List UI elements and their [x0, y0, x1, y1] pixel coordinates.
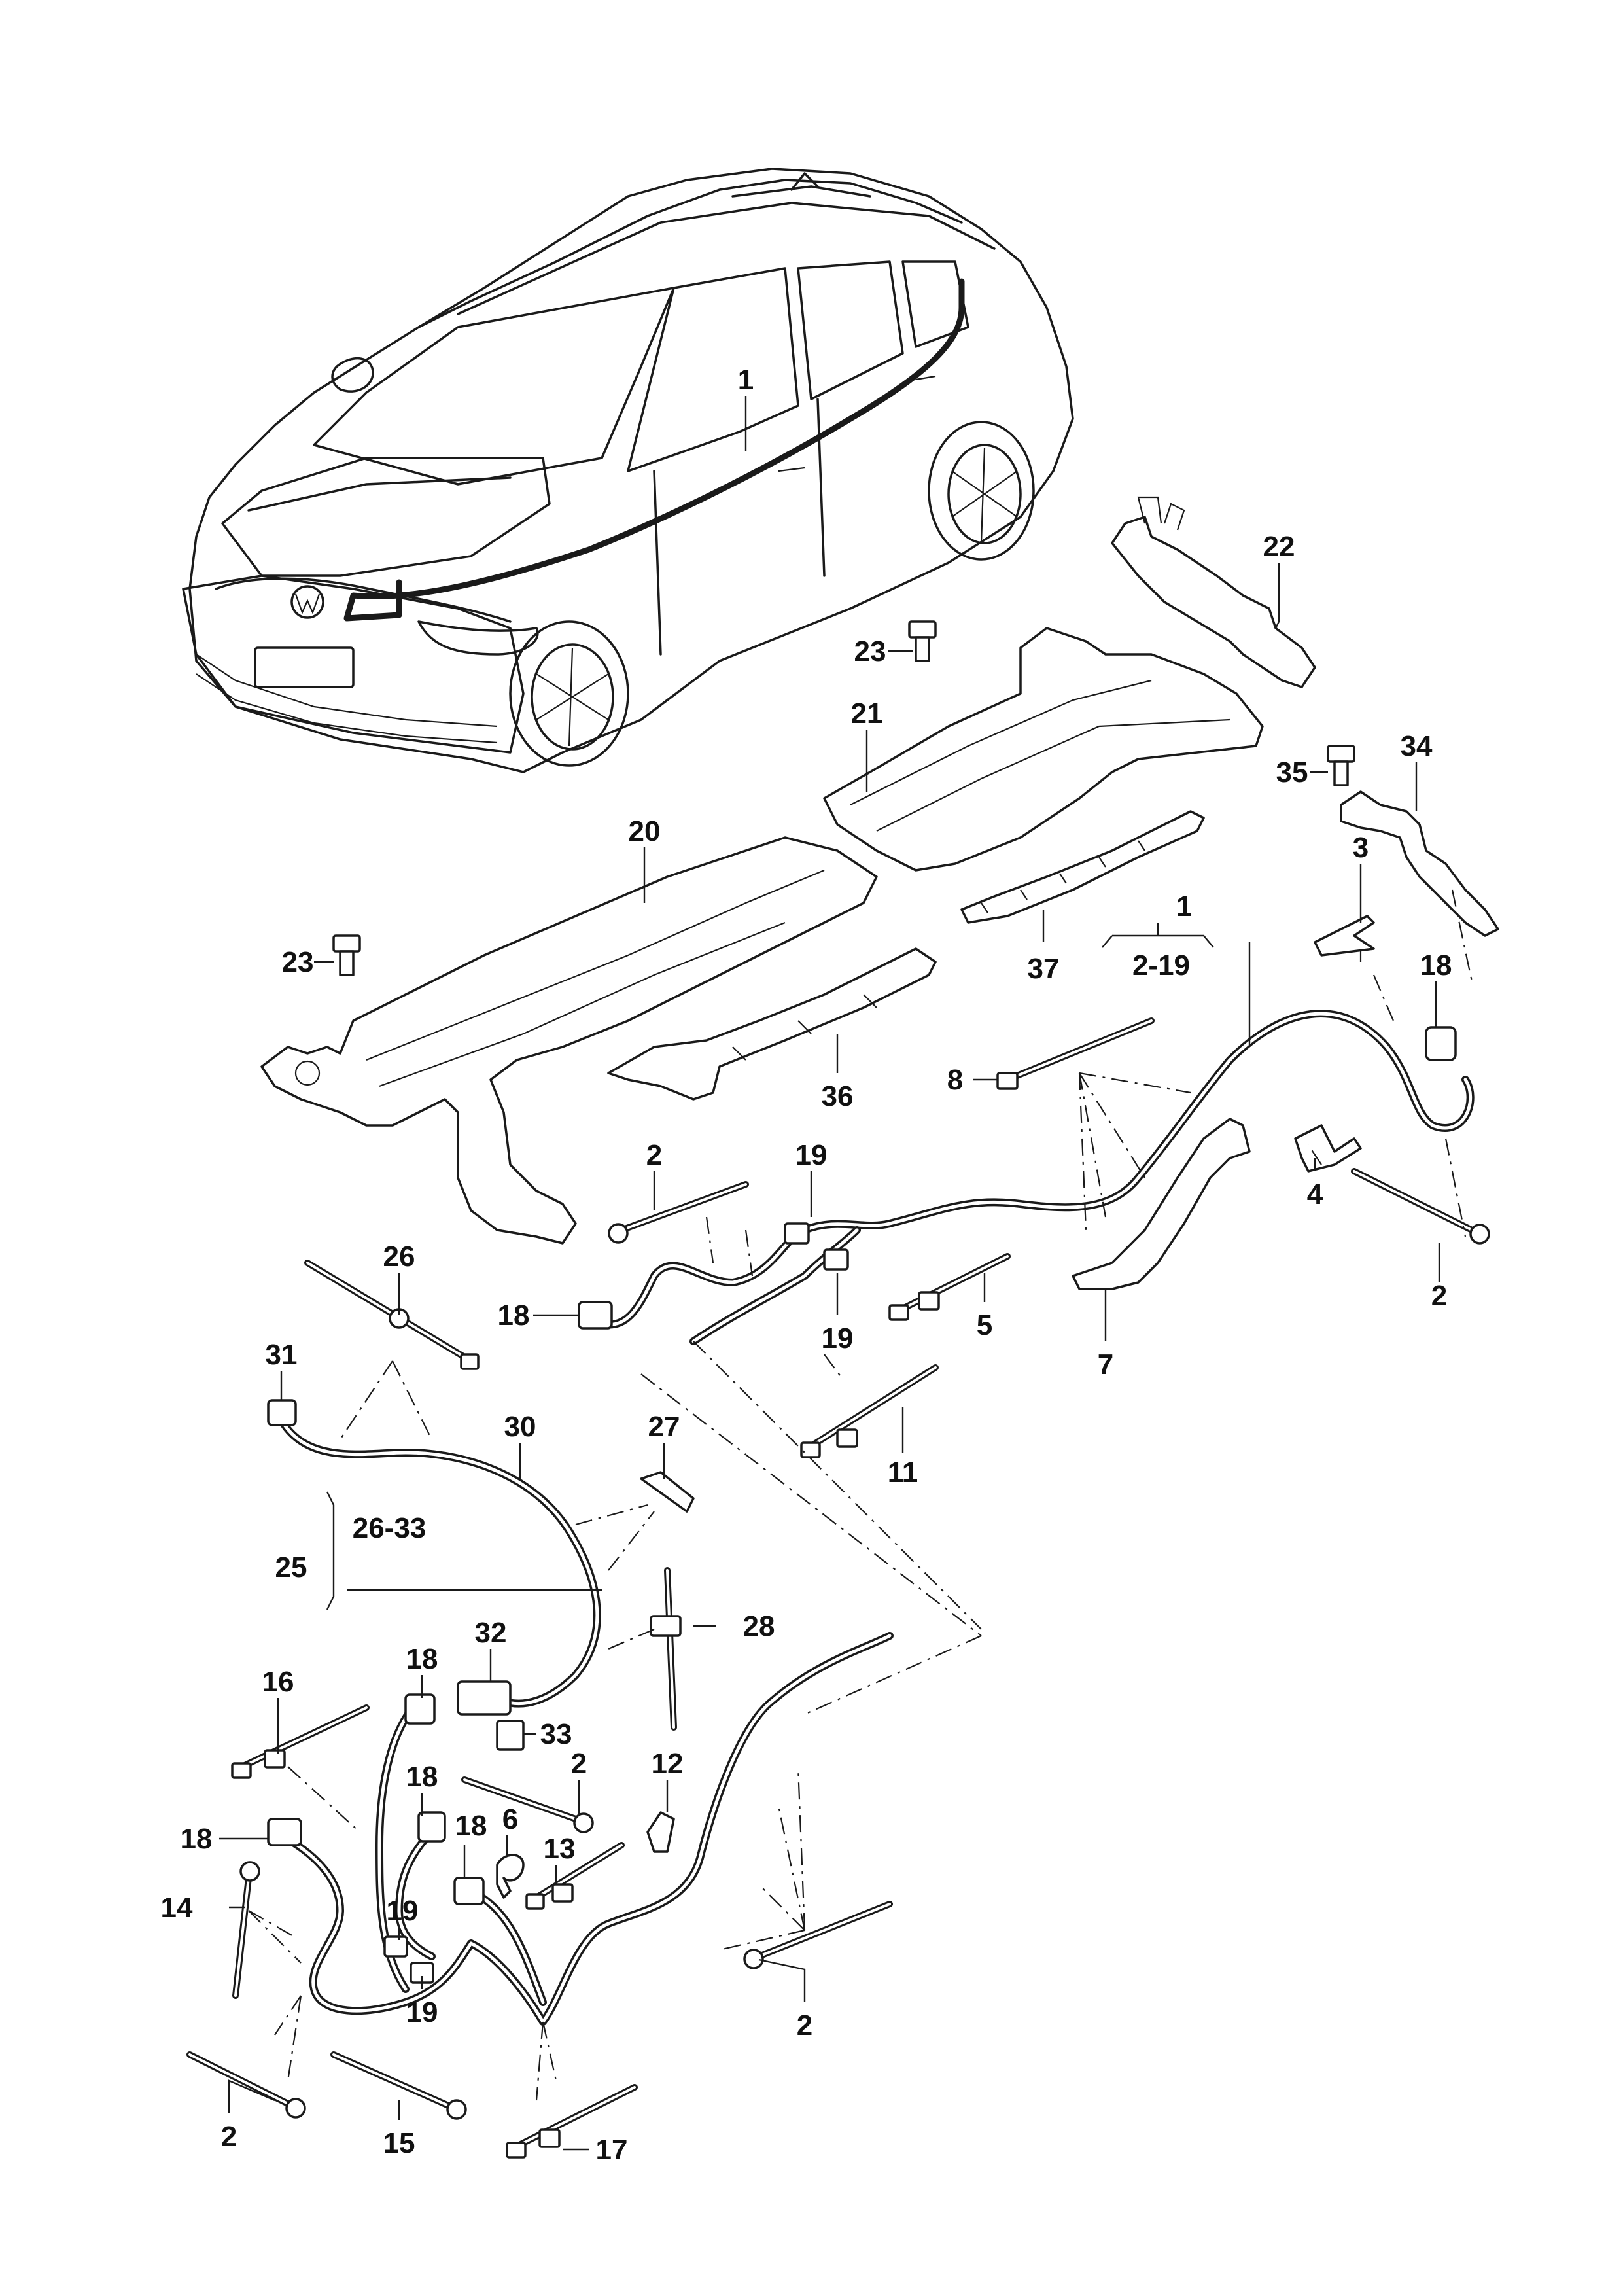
callout-label: 7: [1098, 1349, 1113, 1381]
callout-label: 2: [1431, 1280, 1447, 1312]
trim-strip-36: [607, 947, 937, 1101]
callout-label: 15: [383, 2127, 415, 2159]
underbody-panel-20: [260, 836, 878, 1245]
callout-label: 3: [1353, 832, 1369, 864]
bolt-23-upper: [908, 620, 937, 662]
clip-6: [496, 1854, 525, 1899]
connector-19-b: [823, 1248, 849, 1271]
callout-label: 31: [266, 1339, 298, 1371]
cable-tie-13: [525, 1842, 625, 1910]
callout-label: 34: [1401, 730, 1433, 762]
bolt-23-lower: [332, 934, 361, 976]
cap-33: [496, 1720, 525, 1751]
callout-label: 1: [1176, 891, 1192, 923]
callout-label: 26-33: [353, 1512, 427, 1544]
callout-label: 23: [854, 635, 886, 667]
callout-label: 18: [406, 1761, 438, 1793]
clip-27: [640, 1471, 695, 1513]
wiring-harness-1: [591, 1010, 1475, 1345]
callout-label: 36: [822, 1080, 854, 1112]
wiring-harness-lower: [271, 1632, 894, 2026]
callout-label: 19: [387, 1895, 419, 1927]
callout-label: 5: [977, 1309, 992, 1341]
callout-label: 2-19: [1132, 949, 1190, 981]
cable-tie-2-upper-right: [1351, 1168, 1490, 1245]
cable-tie-5: [888, 1253, 1011, 1321]
callout-label: 21: [851, 698, 883, 730]
underbody-panel-21: [823, 627, 1264, 872]
callout-label: 35: [1276, 756, 1308, 788]
cable-tie-17: [506, 2084, 638, 2159]
callout-label: 25: [275, 1551, 307, 1583]
callout-label: 14: [161, 1892, 193, 1924]
callout-label: 18: [406, 1643, 438, 1675]
callout-label: 2: [221, 2121, 237, 2153]
callout-label: 19: [795, 1139, 828, 1171]
leader-lines: [219, 396, 1440, 2151]
cable-tie-2-upper-left: [608, 1181, 749, 1244]
clip-3: [1314, 915, 1375, 957]
clip-4: [1294, 1124, 1362, 1173]
callout-label: 33: [540, 1718, 572, 1750]
callout-label: 20: [629, 815, 661, 847]
bracket-22: [1111, 516, 1316, 688]
clip-12: [646, 1811, 675, 1853]
cable-tie-2-lower-left: [186, 2051, 306, 2119]
cable-tie-16: [231, 1704, 370, 1779]
wiring-harness-25: [277, 1416, 601, 1708]
callout-label: 8: [947, 1064, 963, 1096]
vehicle-illustration: [182, 168, 1074, 773]
callout-label: 30: [504, 1411, 536, 1443]
bolt-35: [1327, 745, 1355, 786]
cable-tie-2-lower-right: [743, 1901, 893, 1969]
connector-18-lower-2: [417, 1811, 446, 1843]
callout-label: 27: [648, 1411, 680, 1443]
callout-label: 23: [282, 946, 314, 978]
callout-label: 18: [1420, 949, 1452, 981]
cable-tie-2-mid: [461, 1776, 594, 1833]
callout-label: 2: [797, 2009, 812, 2041]
connector-32: [457, 1680, 512, 1716]
connector-18-lower-4: [453, 1877, 485, 1905]
callout-label: 6: [502, 1803, 518, 1835]
callout-label: 12: [652, 1748, 684, 1780]
callout-label: 16: [262, 1666, 294, 1698]
reference-lines: [248, 889, 1473, 2101]
connector-18-lower-3: [267, 1818, 302, 1846]
cable-tie-11: [800, 1364, 939, 1458]
callout-label: 2: [571, 1748, 587, 1780]
callout-labels: 1 22 23 21 34 35 20 3 1 2-19 23 37 18 36…: [161, 364, 1452, 2166]
connector-18-lower-1: [404, 1693, 436, 1725]
callout-label: 17: [596, 2134, 628, 2166]
cable-tie-15: [330, 2051, 467, 2120]
callout-label: 4: [1307, 1178, 1323, 1210]
bracket-7: [1072, 1118, 1251, 1290]
callout-label: 19: [406, 1996, 438, 2028]
callout-label: 2: [646, 1139, 662, 1171]
callout-label: 18: [455, 1810, 487, 1842]
connector-19-a: [784, 1222, 810, 1245]
callout-label: 1: [738, 364, 754, 396]
callout-label: 37: [1028, 953, 1060, 985]
callout-label: 28: [743, 1610, 775, 1642]
callout-label: 18: [498, 1299, 530, 1332]
bracket-34: [1340, 790, 1499, 937]
connector-19-lower-1: [383, 1935, 408, 1958]
callout-label: 11: [888, 1457, 918, 1489]
cable-tie-8: [996, 1017, 1155, 1090]
cable-tie-14: [232, 1861, 260, 1999]
connector-18-b: [1425, 1026, 1457, 1061]
clip-28: [650, 1567, 682, 1731]
callout-label: 13: [544, 1833, 576, 1865]
trim-strip-37: [960, 810, 1205, 924]
cable-tie-26: [304, 1260, 480, 1370]
callout-label: 26: [383, 1241, 415, 1273]
callout-label: 32: [475, 1617, 507, 1649]
callout-label: 18: [181, 1823, 213, 1855]
callout-label: 22: [1263, 531, 1295, 563]
connector-18-a: [578, 1301, 613, 1330]
callout-label: 19: [822, 1322, 854, 1354]
connector-31: [267, 1399, 297, 1426]
